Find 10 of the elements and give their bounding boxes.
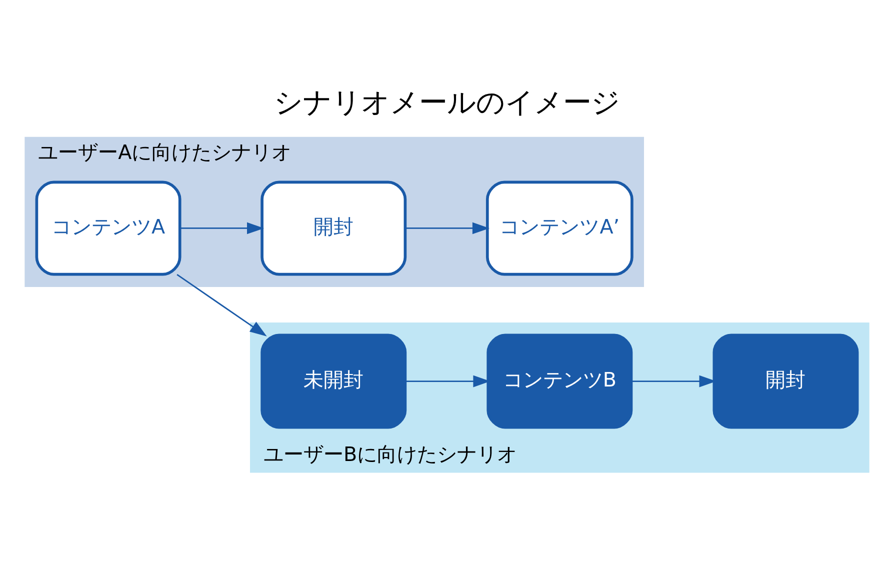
arrow xyxy=(176,273,267,336)
node-box: コンテンツB xyxy=(486,333,633,428)
node-box: コンテンツA xyxy=(35,180,182,276)
node-box: 開封 xyxy=(712,333,859,428)
node-box: コンテンツA’ xyxy=(486,180,634,276)
diagram-title: シナリオメールのイメージ xyxy=(274,86,620,119)
node-box: 開封 xyxy=(260,180,407,276)
node-box: 未開封 xyxy=(260,333,407,428)
arrow xyxy=(406,222,490,234)
arrow xyxy=(180,222,264,234)
